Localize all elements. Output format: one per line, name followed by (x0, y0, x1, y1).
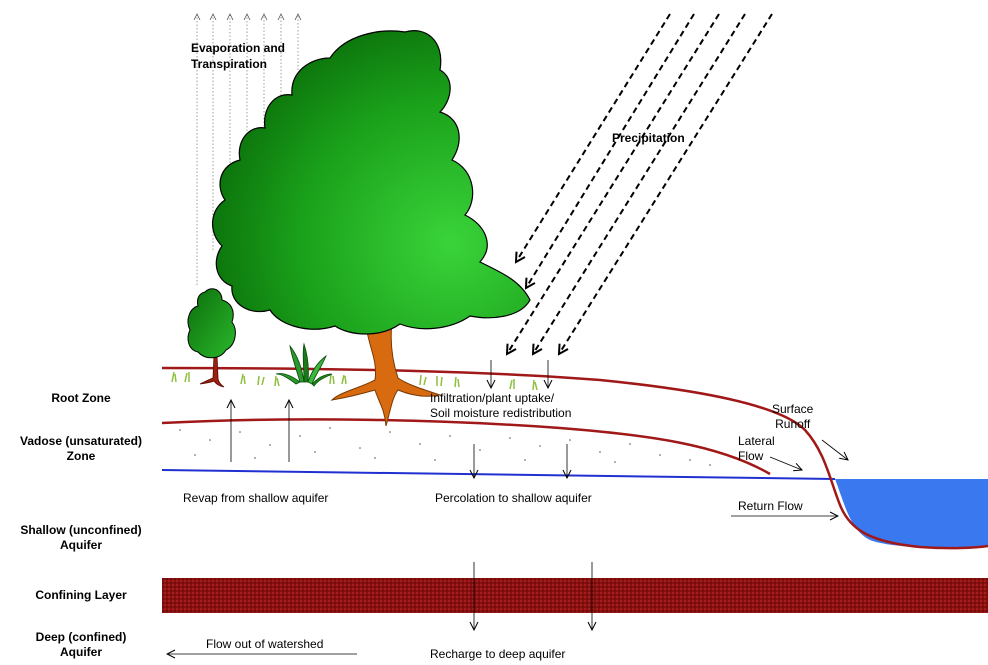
zone-confining: Confining Layer (35, 588, 127, 602)
revap-arrows (231, 400, 289, 462)
revap-label: Revap from shallow aquifer (183, 491, 329, 505)
evaporation-label-line1: Evaporation and (191, 41, 286, 55)
precipitation-label: Precipitation (612, 131, 685, 145)
infiltration-label-line2: Soil moisture redistribution (430, 406, 572, 420)
lateral-flow-label-line1: Lateral (738, 434, 775, 448)
flow-out-label: Flow out of watershed (206, 637, 324, 651)
percolation-label: Percolation to shallow aquifer (435, 491, 592, 505)
root-zone-boundary (161, 418, 771, 476)
zone-deep: Deep (confined) Aquifer (0, 630, 162, 660)
zone-deep-line1: Deep (confined) (35, 630, 127, 644)
infiltration-label-line1: Infiltration/plant uptake/ (430, 391, 555, 405)
recharge-label: Recharge to deep aquifer (430, 647, 566, 661)
zone-shallow-line2: Aquifer (60, 538, 102, 552)
surface-runoff-label-line1: Surface (772, 402, 814, 416)
vadose-soil-texture (179, 427, 711, 466)
recharge-arrows (474, 562, 592, 630)
zone-vadose-line2: Zone (66, 449, 96, 463)
zone-shallow-line1: Shallow (unconfined) (20, 523, 142, 537)
ground-surface (161, 366, 988, 550)
zone-vadose: Vadose (unsaturated) Zone (0, 434, 162, 464)
small-tree-icon (187, 288, 236, 388)
zone-root: Root Zone (51, 391, 111, 405)
infiltration-label: Infiltration/plant uptake/ Soil moisture… (430, 391, 571, 421)
surface-runoff-label: Surface Runoff (772, 402, 813, 432)
grass-tufts (171, 371, 538, 391)
confining-layer (162, 578, 988, 613)
zone-vadose-line1: Vadose (unsaturated) (19, 434, 143, 448)
evaporation-label-line2: Transpiration (191, 57, 268, 71)
lateral-flow-label-line2: Flow (738, 449, 764, 463)
percolation-arrows (474, 444, 567, 478)
surface-runoff-arrow (821, 439, 848, 460)
big-tree-icon (212, 30, 531, 335)
infiltration-arrows (491, 360, 548, 388)
shrub-icon (275, 342, 333, 387)
lateral-flow-arrow (769, 456, 802, 470)
water-body (835, 479, 988, 549)
big-tree-trunk (330, 321, 442, 427)
return-flow-label: Return Flow (738, 499, 803, 513)
water-table (161, 469, 836, 480)
surface-runoff-label-line2: Runoff (775, 417, 811, 431)
zone-deep-line2: Aquifer (60, 645, 102, 659)
precipitation-arrows (507, 13, 773, 354)
lateral-flow-label: Lateral Flow (738, 434, 775, 464)
zone-shallow: Shallow (unconfined) Aquifer (0, 523, 162, 553)
evaporation-label: Evaporation and Transpiration (191, 40, 285, 72)
